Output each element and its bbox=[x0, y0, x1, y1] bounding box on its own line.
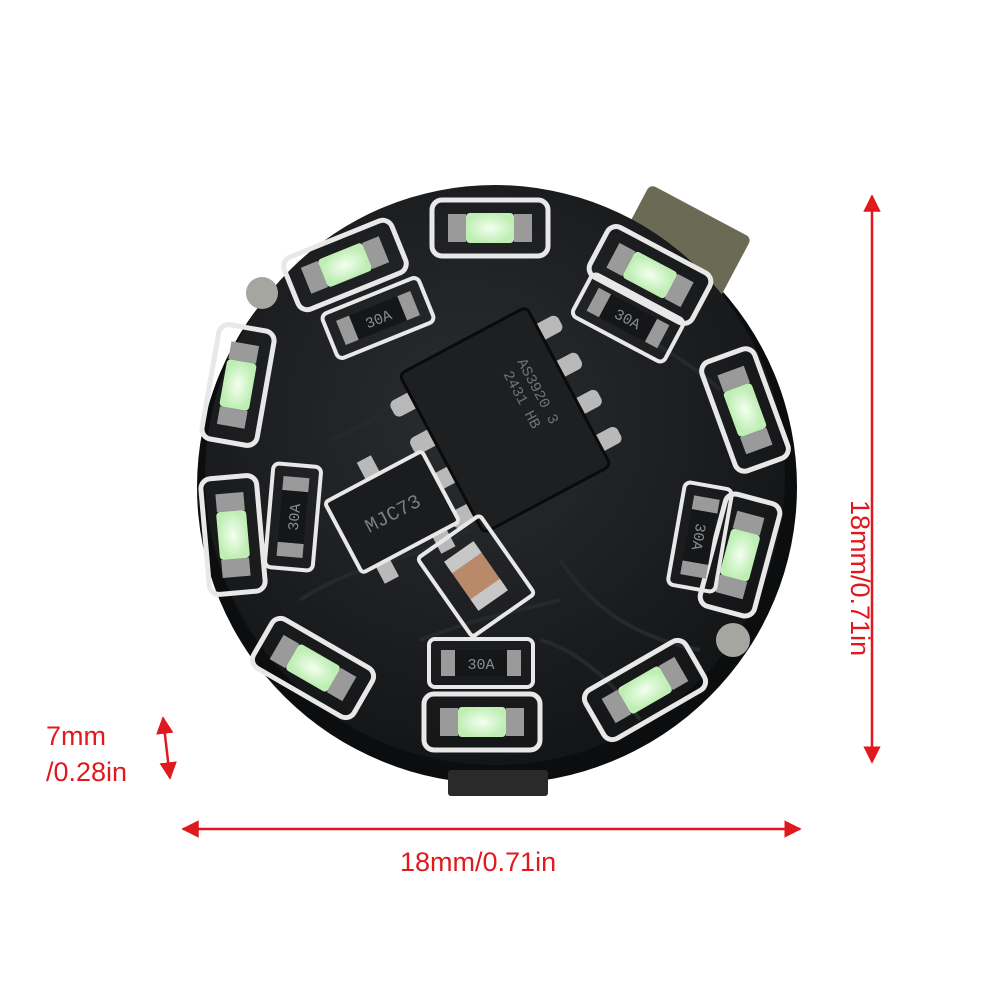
depth-arrow bbox=[156, 716, 177, 780]
led-8 bbox=[249, 615, 377, 721]
usb-tab bbox=[448, 770, 548, 796]
led-1 bbox=[429, 197, 551, 259]
resistor-marking: 30A bbox=[687, 522, 708, 552]
main-ic: AS3920 3 2431 HB bbox=[390, 307, 622, 533]
resistor-marking: 30A bbox=[286, 503, 305, 531]
led-9 bbox=[581, 637, 709, 743]
led-6 bbox=[198, 473, 268, 597]
resistor-2: 30A bbox=[570, 272, 686, 364]
led-7 bbox=[697, 491, 783, 619]
led-3 bbox=[586, 224, 714, 326]
resistor-marking: 30A bbox=[467, 657, 494, 674]
height-dimension-label: 18mm/0.71in bbox=[845, 500, 875, 657]
resistor-5: 30A bbox=[427, 637, 535, 689]
capacitor bbox=[416, 514, 536, 638]
depth-dimension-label-2: /0.28in bbox=[46, 757, 128, 787]
resistor-4: 30A bbox=[666, 480, 734, 594]
solder-joint-2 bbox=[716, 623, 750, 657]
resistor-1: 30A bbox=[320, 276, 436, 360]
width-dimension-label: 18mm/0.71in bbox=[400, 847, 557, 877]
led-2 bbox=[281, 217, 409, 313]
resistor-group: 30A 30A 30A 30A 30A bbox=[263, 272, 734, 689]
led-10 bbox=[421, 691, 543, 753]
resistor-3: 30A bbox=[263, 461, 323, 573]
solder-joint-1 bbox=[246, 277, 278, 309]
led-5 bbox=[699, 346, 791, 474]
depth-dimension-label-1: 7mm bbox=[46, 721, 106, 751]
led-4 bbox=[199, 322, 277, 448]
led-ring bbox=[198, 197, 791, 753]
